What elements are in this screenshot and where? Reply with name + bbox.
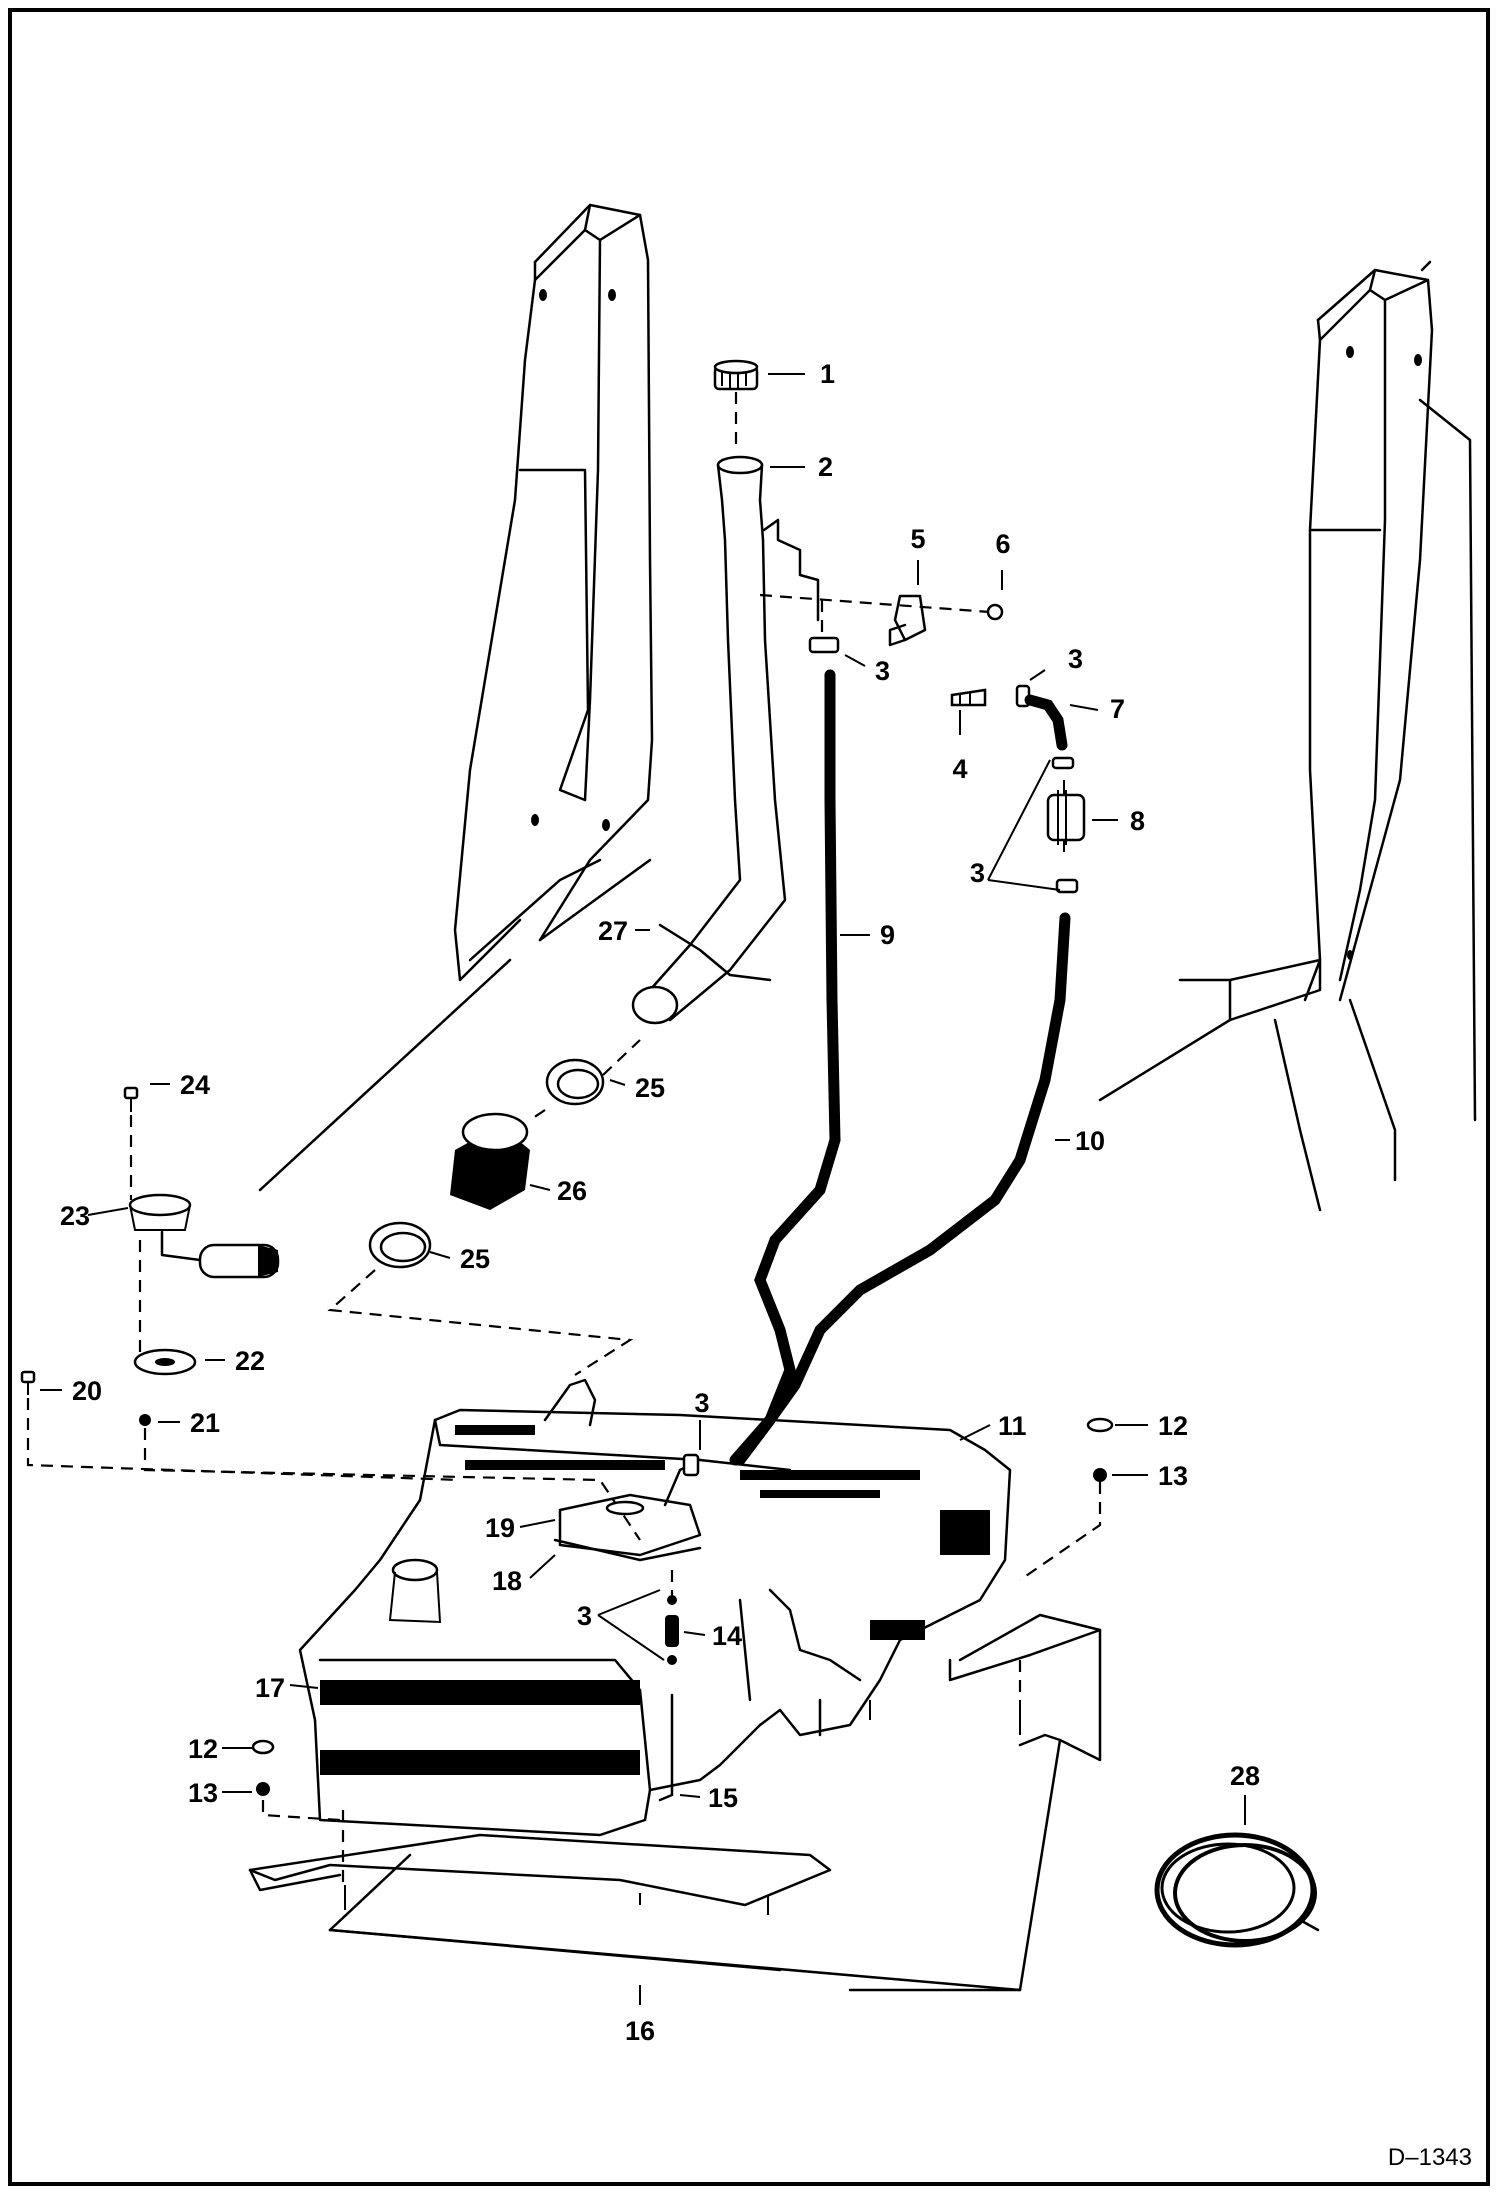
right-upright-frame (1098, 260, 1477, 1212)
callout-18: 18 (492, 1566, 522, 1596)
fuel-tank (298, 1408, 1012, 1837)
callout-21: 21 (190, 1408, 220, 1438)
screw-retainer (20, 1370, 36, 1395)
callout-2: 2 (818, 452, 833, 482)
callout-23: 23 (60, 1201, 90, 1231)
callout-3: 3 (577, 1601, 592, 1631)
callout-5: 5 (910, 524, 925, 554)
washer-left (251, 1739, 275, 1755)
callout-25: 25 (460, 1244, 490, 1274)
mount-right (1093, 1468, 1107, 1482)
hose-clamp (1055, 878, 1079, 894)
drain-hose (665, 1615, 679, 1647)
drawing-code: D–1343 (1388, 2144, 1472, 2171)
callout-3: 3 (1068, 644, 1083, 674)
callout-3: 3 (970, 858, 985, 888)
callout-9: 9 (880, 920, 895, 950)
fitting (950, 688, 987, 707)
screw-sender (123, 1086, 139, 1112)
callout-20: 20 (72, 1376, 102, 1406)
callout-7: 7 (1110, 694, 1125, 724)
leader-lines (40, 373, 1246, 2005)
drain-clamp-upper (667, 1595, 677, 1605)
clamp (888, 594, 927, 647)
callout-17: 17 (255, 1673, 285, 1703)
callout-13: 13 (188, 1778, 218, 1808)
callout-12: 12 (188, 1734, 218, 1764)
callout-28: 28 (1230, 1761, 1260, 1791)
callout-6: 6 (995, 529, 1010, 559)
gasket (133, 1348, 197, 1376)
hose-clamp (682, 1453, 700, 1477)
mount-left (256, 1782, 270, 1796)
callout-8: 8 (1130, 806, 1145, 836)
washer-right (1086, 1417, 1114, 1433)
callout-24: 24 (180, 1070, 210, 1100)
strap (658, 923, 772, 982)
callout-22: 22 (235, 1346, 265, 1376)
hose-clamp-upper (545, 1058, 605, 1106)
callout-11: 11 (998, 1411, 1027, 1441)
callout-27: 27 (598, 916, 628, 946)
callout-3: 3 (694, 1388, 709, 1418)
clamp-leader-dash (759, 593, 991, 614)
filler-cap (713, 359, 759, 391)
hose-clamp (808, 636, 840, 654)
drain-tube (658, 1693, 674, 1802)
hose-clamp (1051, 756, 1075, 770)
callout-15: 15 (708, 1783, 738, 1813)
callout-1: 1 (820, 359, 835, 389)
fuel-filter (1046, 780, 1086, 852)
callout-16: 16 (625, 2016, 655, 2046)
drain-clamp-lower (667, 1655, 677, 1665)
callout-26: 26 (557, 1176, 587, 1206)
callout-14: 14 (712, 1621, 742, 1651)
sender-mount-plates (553, 1493, 702, 1562)
callout-12: 12 (1158, 1411, 1188, 1441)
lock-washer (139, 1414, 151, 1426)
connecting-hose (450, 1112, 530, 1210)
left-upright-frame (258, 203, 654, 1192)
callout-25: 25 (635, 1073, 665, 1103)
hose-coil (1154, 1832, 1320, 1948)
hose-clamp-lower (368, 1221, 432, 1269)
tank-support (248, 1613, 1102, 1992)
nut (986, 603, 1004, 621)
callout-labels: 1 2 3 3 3 3 3 4 5 6 7 8 9 10 11 12 12 13… (60, 359, 1260, 2046)
fuel-sender (128, 1193, 280, 1279)
callout-19: 19 (485, 1513, 515, 1543)
fuel-hose-short (1024, 694, 1068, 751)
tank-spout (543, 1378, 597, 1427)
callout-13: 13 (1158, 1461, 1188, 1491)
callout-3: 3 (875, 656, 890, 686)
callout-10: 10 (1075, 1126, 1105, 1156)
callout-4: 4 (952, 754, 967, 784)
filler-neck (631, 455, 820, 1025)
